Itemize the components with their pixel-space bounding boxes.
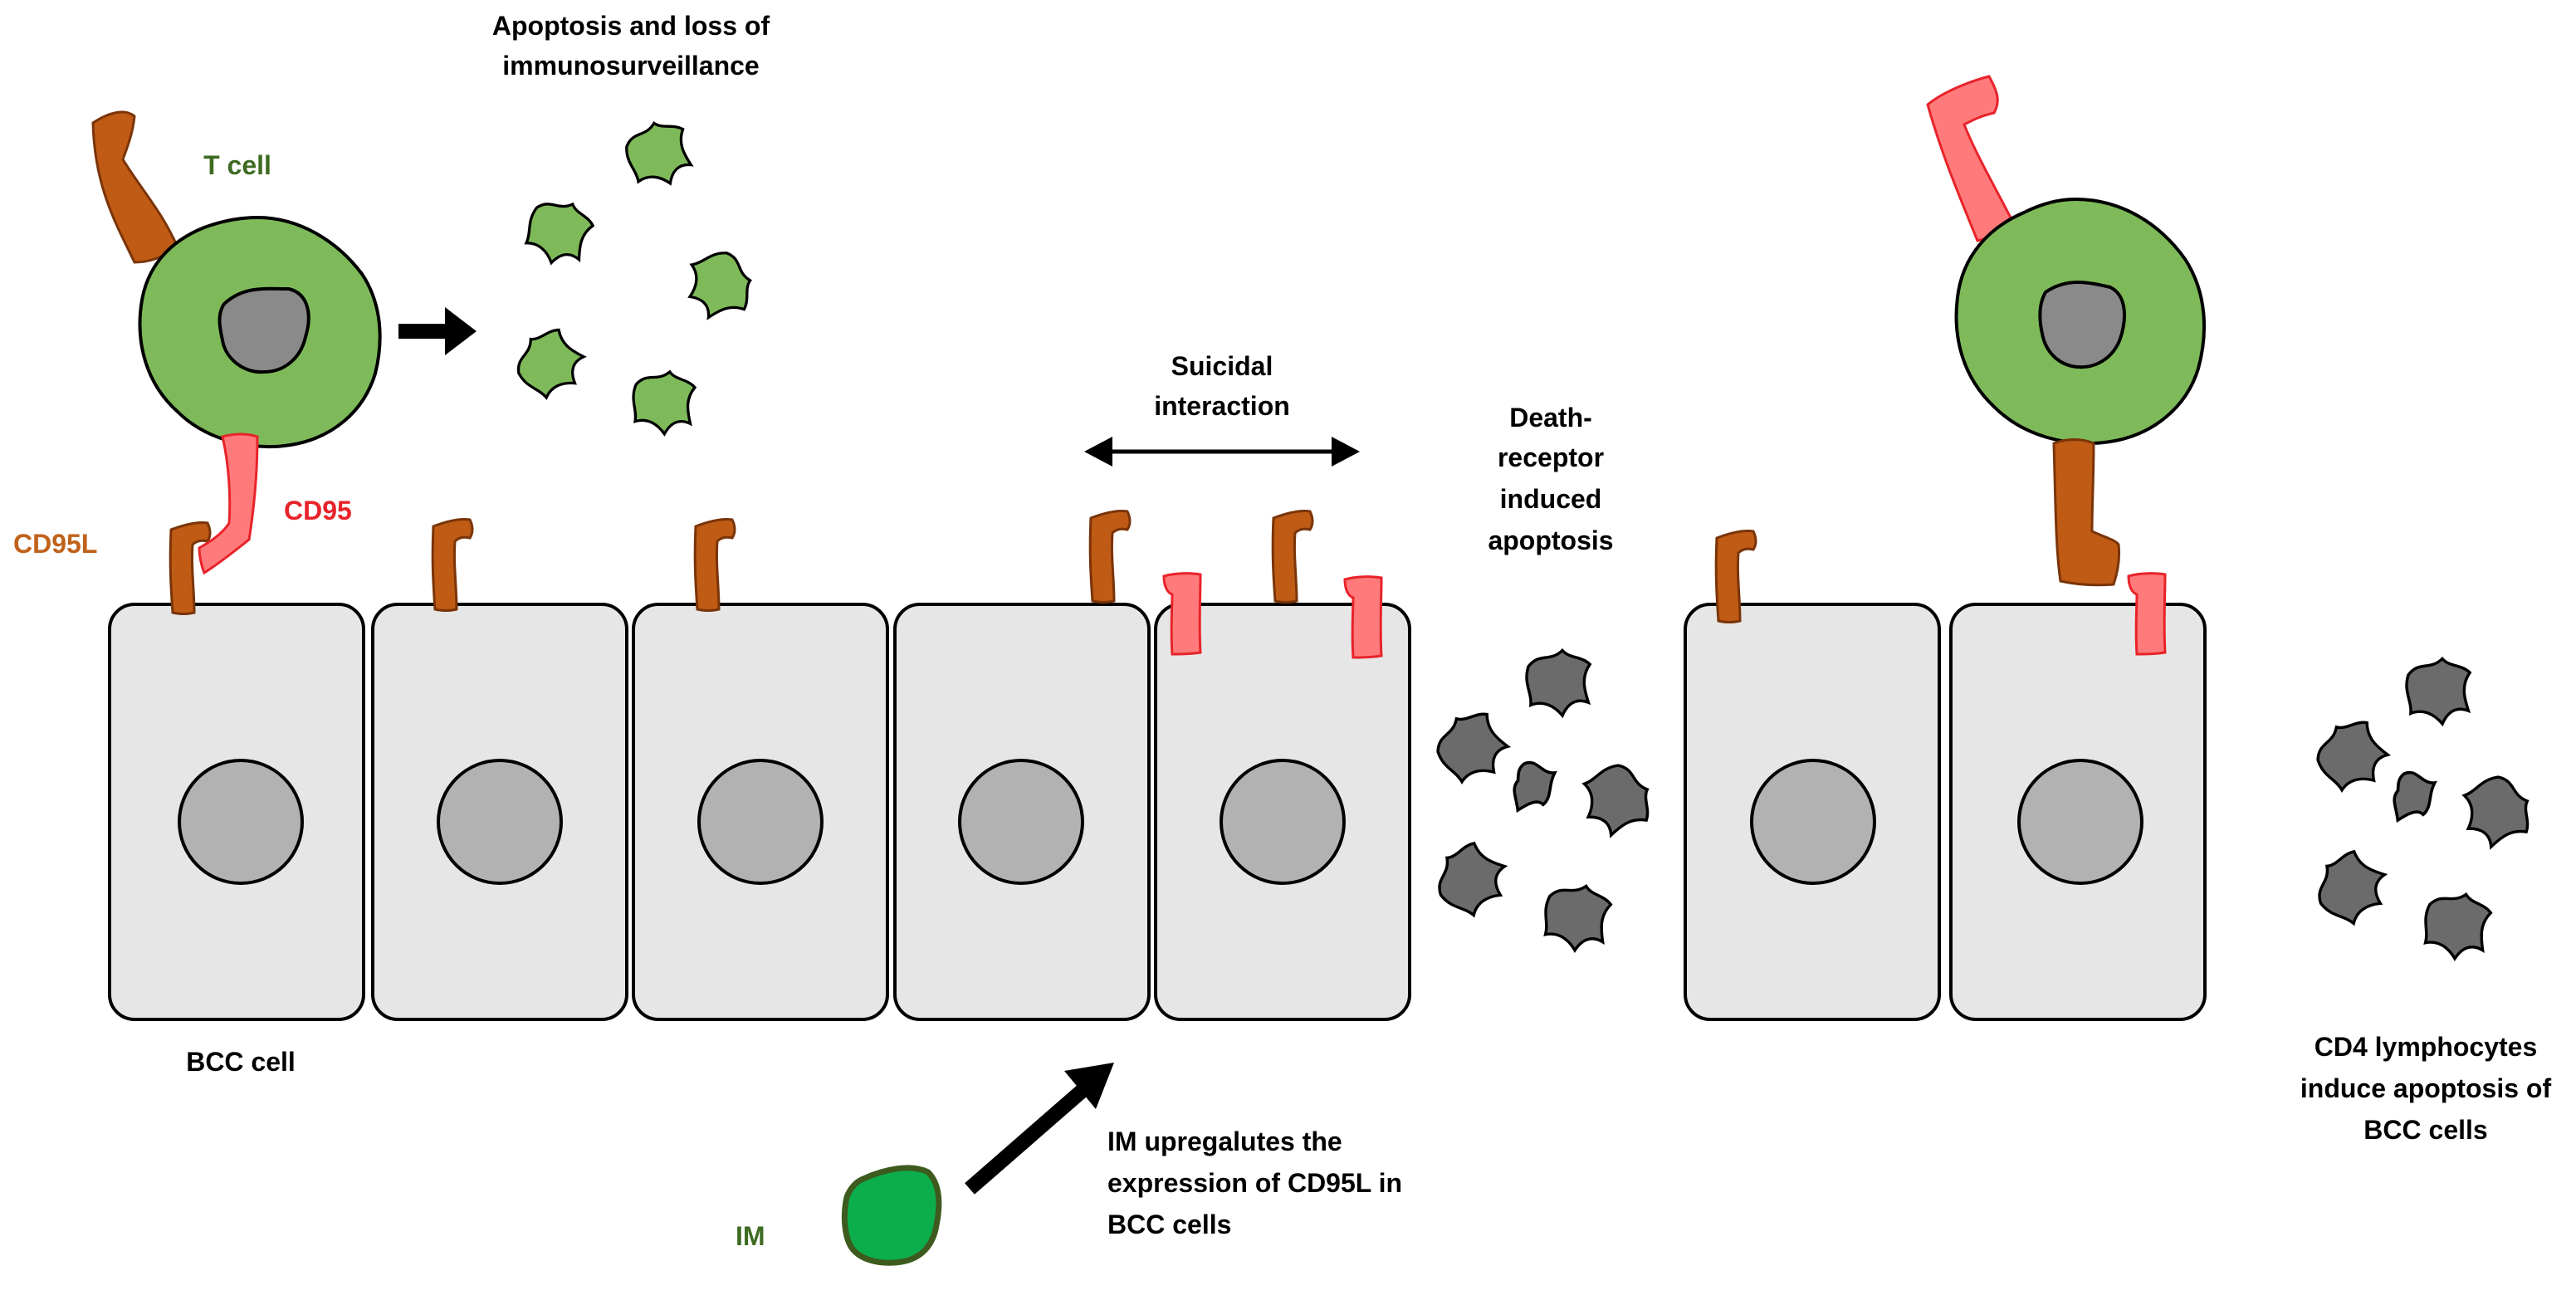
bcc-fragment — [2384, 768, 2439, 830]
apoptotic-bcc-fragments-right — [2304, 654, 2539, 967]
bcc-fragment — [1573, 756, 1659, 843]
t-cell-fragment — [516, 189, 601, 275]
t-cell-nucleus — [218, 286, 310, 374]
t-cell-fragment — [626, 364, 701, 440]
bcc-nucleus — [1750, 759, 1876, 885]
cd95l-receptor — [431, 517, 474, 612]
t-cell-fragment — [621, 116, 696, 192]
bcc-fragment — [1425, 701, 1518, 794]
im-label: IM — [736, 1221, 765, 1251]
suicidal-label-line1: Suicidal — [1171, 351, 1273, 381]
cd95l-receptor — [1271, 509, 1314, 604]
t-cell-cd95l-receptor — [91, 110, 179, 264]
cd4-label-line1: CD4 lymphocytes — [2314, 1032, 2538, 1062]
arrow-head-right — [1332, 437, 1360, 467]
death-label-line3: induced — [1500, 484, 1602, 514]
arrow-shaft — [965, 1082, 1091, 1195]
bcc-fragment — [1424, 833, 1518, 927]
bcc-nucleus — [437, 759, 563, 885]
apoptotic-bcc-fragments-middle — [1424, 646, 1659, 959]
im-effect-line2: expression of CD95L in — [1107, 1168, 1402, 1198]
arrow-apoptosis — [398, 307, 477, 355]
bcc-fragment — [2304, 841, 2398, 936]
t-cell-cd95l-receptor — [2052, 438, 2120, 587]
arrow-head — [445, 307, 477, 355]
im-effect-line3: BCC cells — [1107, 1210, 1231, 1239]
bcc-cell-4 — [893, 603, 1151, 1021]
bcc-nucleus — [697, 759, 824, 885]
bcc-cell-7 — [1949, 603, 2207, 1021]
t-cell-nucleus — [2038, 281, 2126, 369]
t-cell-fragment — [682, 247, 757, 322]
bcc-fragment — [2402, 654, 2475, 728]
cd95l-label: CD95L — [13, 529, 97, 559]
bcc-cell-3 — [632, 603, 889, 1021]
death-label-line1: Death- — [1509, 403, 1592, 433]
arrow-suicidal-interaction — [1084, 437, 1360, 467]
t-cell-left — [91, 110, 382, 575]
apoptosis-label-line2: immunosurveillance — [502, 51, 759, 81]
bcc-fragment — [1535, 876, 1617, 959]
arrow-im-upregulates — [965, 1063, 1114, 1195]
bcc-fragment — [2415, 884, 2497, 967]
bcc-nucleus — [2017, 759, 2143, 885]
death-label-line2: receptor — [1498, 442, 1604, 472]
cd4-label-line2: induce apoptosis of — [2300, 1073, 2552, 1103]
t-cell-cd95-receptor — [1926, 75, 2017, 242]
bcc-cell-label: BCC cell — [186, 1047, 296, 1077]
arrow-head-left — [1084, 437, 1112, 467]
arrow-shaft — [398, 324, 447, 339]
t-cell-fragment — [505, 319, 595, 409]
cd95l-receptor — [1088, 509, 1132, 604]
im-molecule — [841, 1165, 942, 1266]
bcc-fragment — [1504, 758, 1559, 820]
bcc-cell-5 — [1154, 603, 1411, 1021]
t-cell-cd95-receptor — [198, 433, 259, 575]
cd95-label: CD95 — [284, 496, 352, 525]
bcc-nucleus — [1220, 759, 1346, 885]
death-label-line4: apoptosis — [1488, 525, 1613, 555]
apoptosis-label-line1: Apoptosis and loss of — [492, 11, 770, 41]
im-effect-line1: IM upregalutes the — [1107, 1127, 1342, 1156]
t-cell-label: T cell — [203, 150, 271, 180]
apoptotic-t-cell-fragments — [505, 116, 757, 440]
suicidal-label-line2: interaction — [1154, 391, 1290, 421]
bcc-nucleus — [958, 759, 1084, 885]
bcc-fragment — [2305, 710, 2398, 802]
bcc-nucleus — [178, 759, 304, 885]
bcc-cell-1 — [108, 603, 365, 1021]
cd4-label-line3: BCC cells — [2363, 1115, 2487, 1145]
bcc-cell-2 — [371, 603, 628, 1021]
t-cell-right — [1926, 75, 2206, 587]
bcc-fragment — [2453, 768, 2539, 854]
cd95l-receptor — [693, 517, 736, 612]
bcc-fragment — [1522, 646, 1595, 720]
arrow-head — [1064, 1063, 1114, 1109]
bcc-cell-row — [108, 603, 2207, 1021]
bcc-cell-6 — [1684, 603, 1941, 1021]
